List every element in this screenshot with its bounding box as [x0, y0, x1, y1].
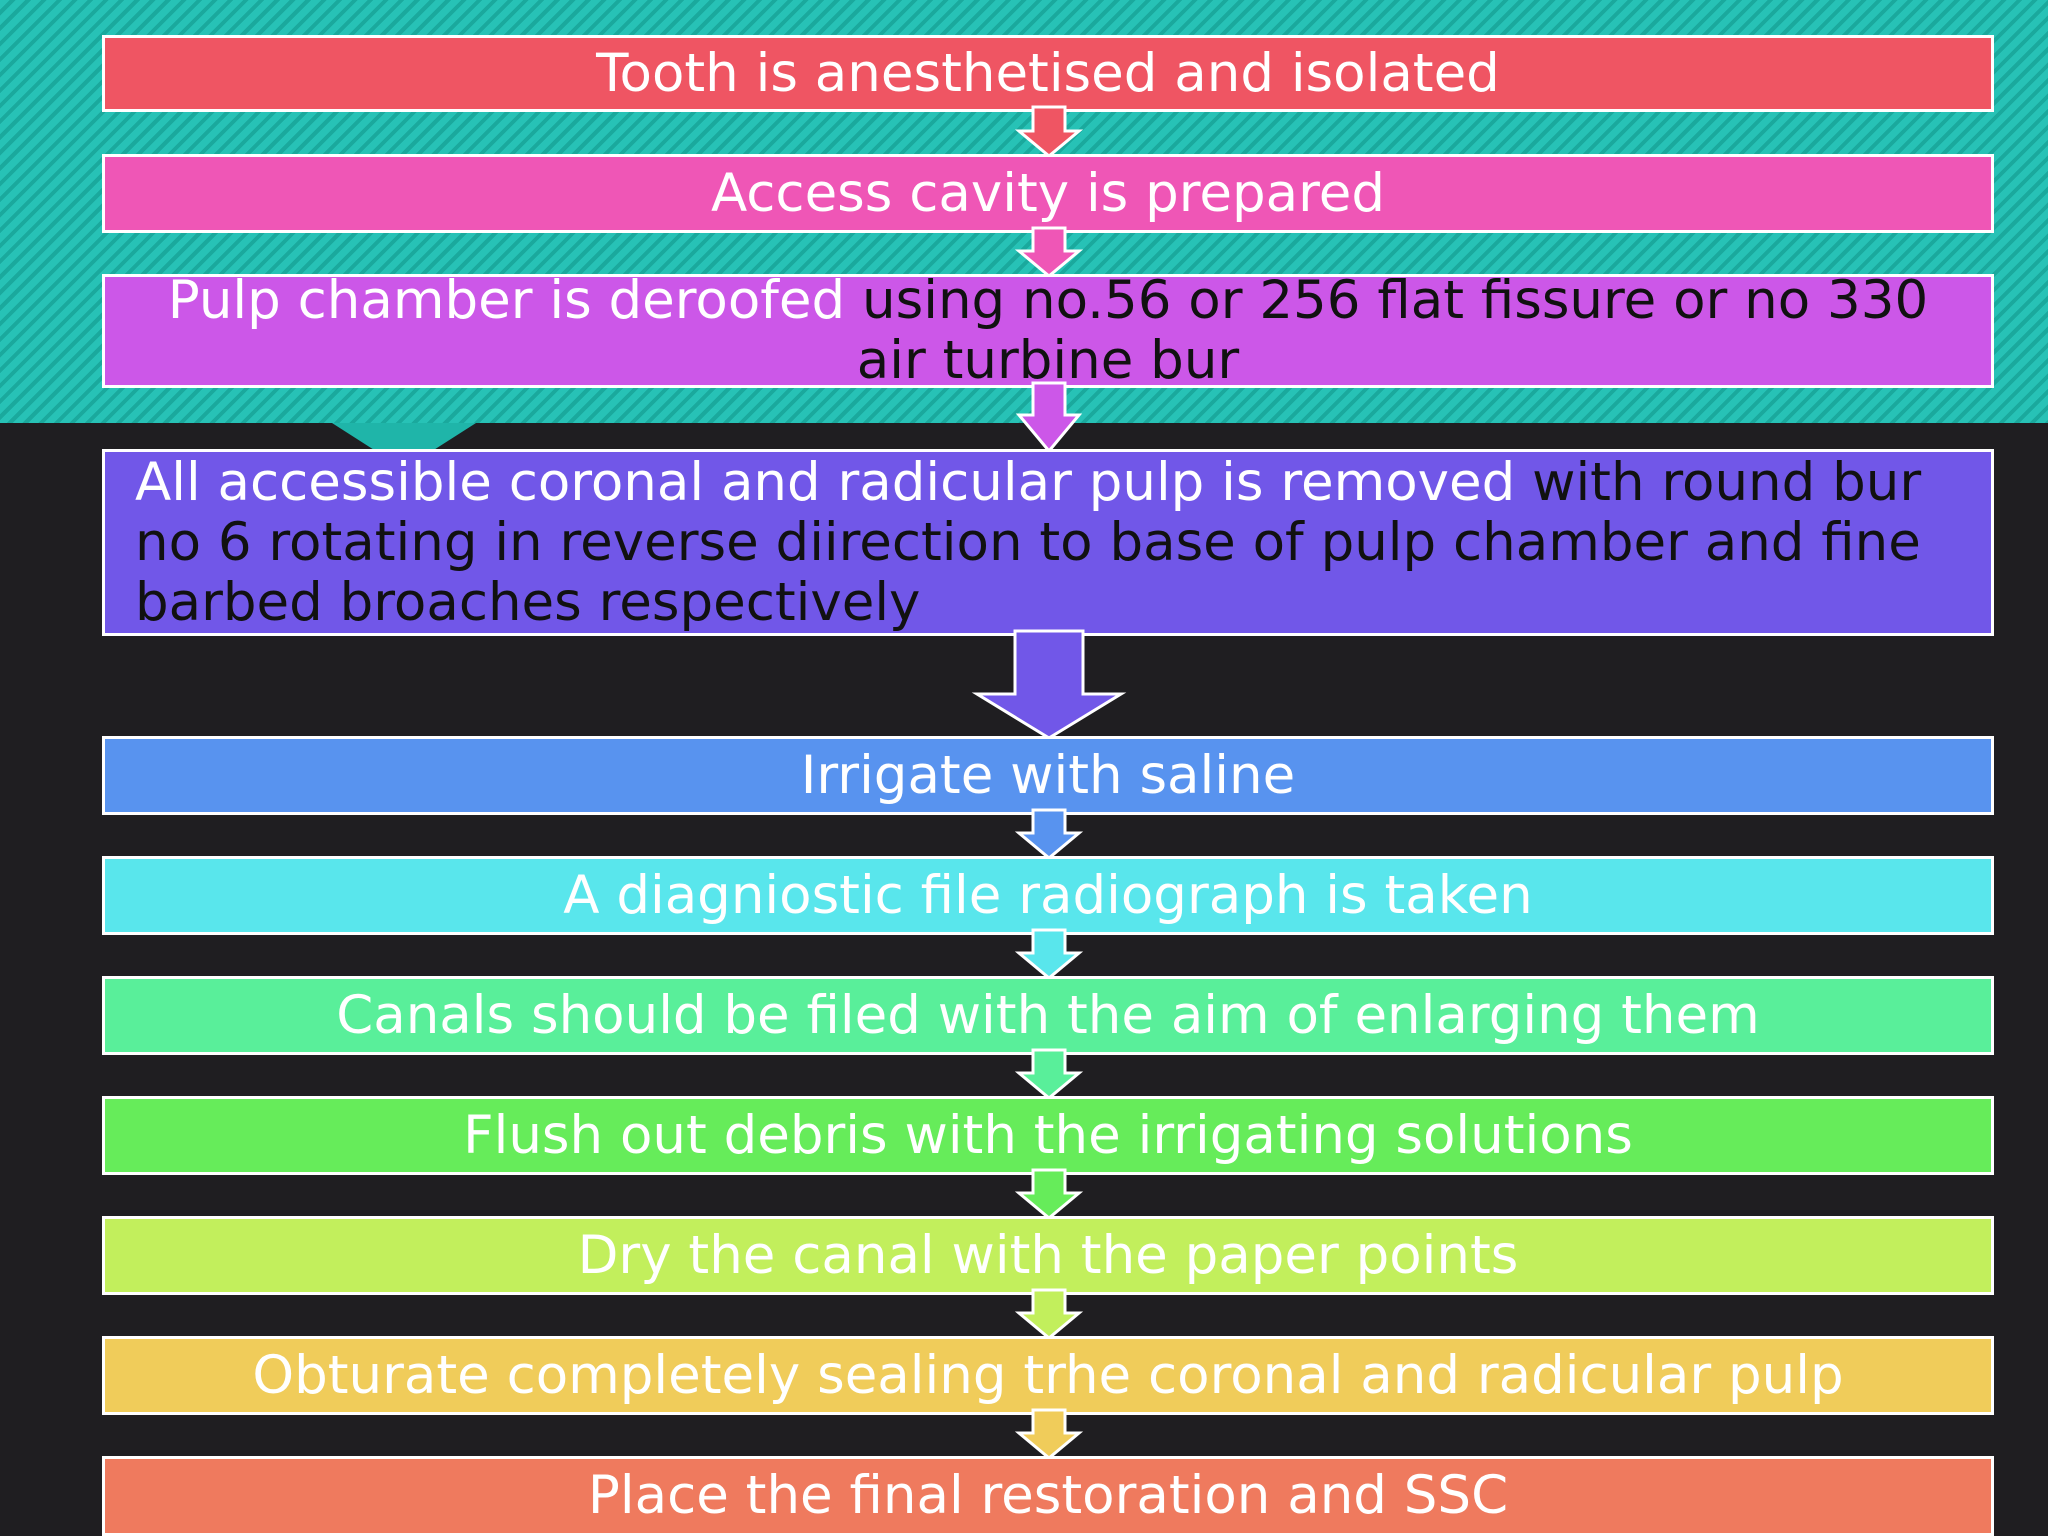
step-9-box: Dry the canal with the paper points	[102, 1216, 1994, 1295]
step-4-detail: with round bur no 6 rotating in reverse …	[135, 451, 1922, 633]
step-5-text: Irrigate with saline	[800, 744, 1296, 806]
step-10-text: Obturate completely sealing trhe coronal…	[252, 1344, 1844, 1406]
step-5-arrow	[1014, 808, 1084, 860]
step-4-text-wrap: All accessible coronal and radicular pul…	[135, 451, 1961, 633]
step-7-arrow	[1014, 1048, 1084, 1100]
step-7-text: Canals should be filed with the aim of e…	[336, 984, 1760, 1046]
step-3-arrow	[1015, 381, 1083, 454]
step-1-arrow	[1014, 105, 1084, 158]
step-11-box: Place the final restoration and SSC	[102, 1456, 1994, 1536]
step-2-box: Access cavity is prepared	[102, 154, 1994, 233]
step-10-arrow	[1014, 1408, 1084, 1460]
step-3-detail: using no.56 or 256 flat fissure or no 33…	[845, 270, 1929, 391]
step-11-text: Place the final restoration and SSC	[587, 1465, 1509, 1526]
step-1-text: Tooth is anesthetised and isolated	[596, 42, 1500, 104]
step-4-box: All accessible coronal and radicular pul…	[102, 449, 1994, 636]
step-9-arrow	[1014, 1288, 1084, 1340]
step-9-text: Dry the canal with the paper points	[577, 1224, 1519, 1286]
step-3-text: Pulp chamber is deroofed	[167, 270, 846, 331]
step-6-box: A diagniostic file radiograph is taken	[102, 856, 1994, 935]
step-6-text: A diagniostic file radiograph is taken	[563, 864, 1533, 926]
step-8-arrow	[1014, 1168, 1084, 1220]
step-10-box: Obturate completely sealing trhe coronal…	[102, 1336, 1994, 1415]
step-8-box: Flush out debris with the irrigating sol…	[102, 1096, 1994, 1175]
step-7-box: Canals should be filed with the aim of e…	[102, 976, 1994, 1055]
step-6-arrow	[1014, 928, 1084, 980]
step-2-text: Access cavity is prepared	[710, 162, 1386, 224]
step-5-box: Irrigate with saline	[102, 736, 1994, 815]
step-1-box: Tooth is anesthetised and isolated	[102, 35, 1994, 112]
step-3-text-wrap: Pulp chamber is deroofed using no.56 or …	[125, 271, 1971, 391]
step-8-text: Flush out debris with the irrigating sol…	[463, 1104, 1633, 1166]
step-2-arrow	[1014, 226, 1084, 278]
step-3-box: Pulp chamber is deroofed using no.56 or …	[102, 271, 1994, 391]
step-4-text: All accessible coronal and radicular pul…	[135, 451, 1516, 513]
step-4-arrow	[971, 629, 1127, 740]
